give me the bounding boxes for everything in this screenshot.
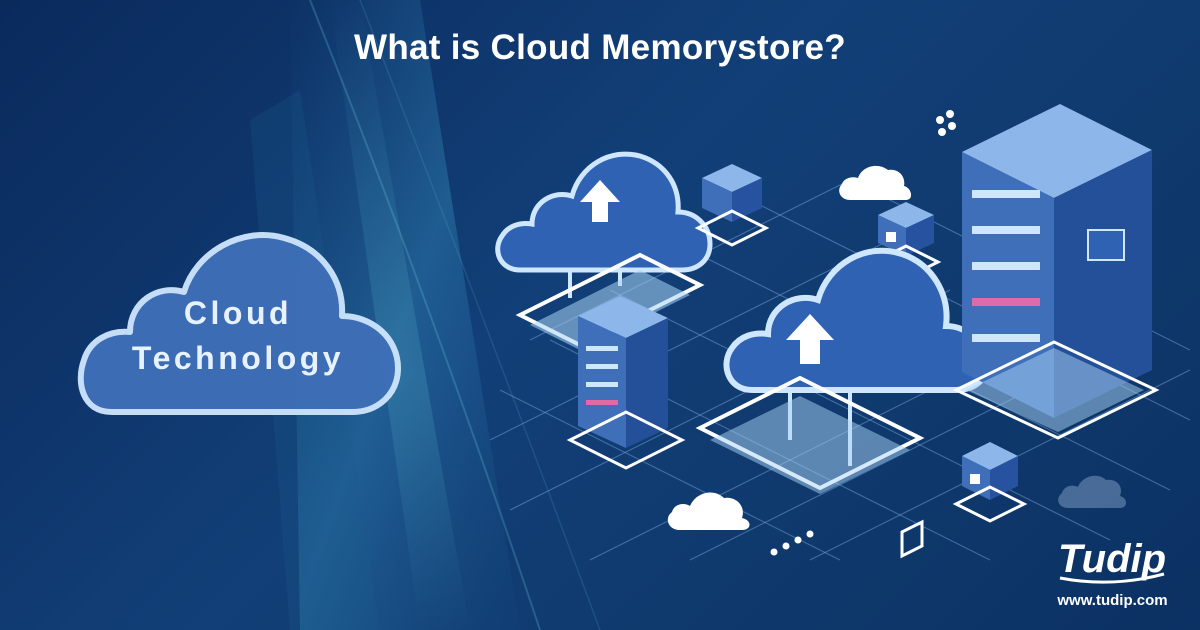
cloud-icon bbox=[1058, 475, 1126, 508]
cube-node-top bbox=[694, 164, 770, 247]
badge-line-cloud: Cloud bbox=[183, 295, 293, 331]
upload-arrow-icon bbox=[786, 314, 834, 364]
badge-line-technology: Technology bbox=[131, 340, 345, 376]
cloud-icon bbox=[839, 165, 912, 200]
dots-decoration bbox=[770, 110, 956, 556]
cloud-badge-icon bbox=[77, 232, 401, 415]
upload-arrow-icon bbox=[580, 180, 620, 222]
page-title: What is Cloud Memorystore? bbox=[353, 28, 846, 67]
server-rack-large bbox=[952, 104, 1160, 440]
cloud-icon bbox=[667, 492, 750, 530]
brand-url[interactable]: www.tudip.com bbox=[1057, 592, 1168, 609]
isometric-cloud-illustration bbox=[489, 104, 1191, 561]
cube-node-bottom bbox=[952, 442, 1028, 523]
svg-text:Tudip: Tudip bbox=[1058, 537, 1166, 581]
server-rack-small bbox=[566, 296, 686, 470]
cloud-upload-center bbox=[695, 247, 990, 494]
cloud-upload-left bbox=[495, 151, 713, 350]
tudip-logo: Tudip bbox=[1058, 537, 1166, 584]
